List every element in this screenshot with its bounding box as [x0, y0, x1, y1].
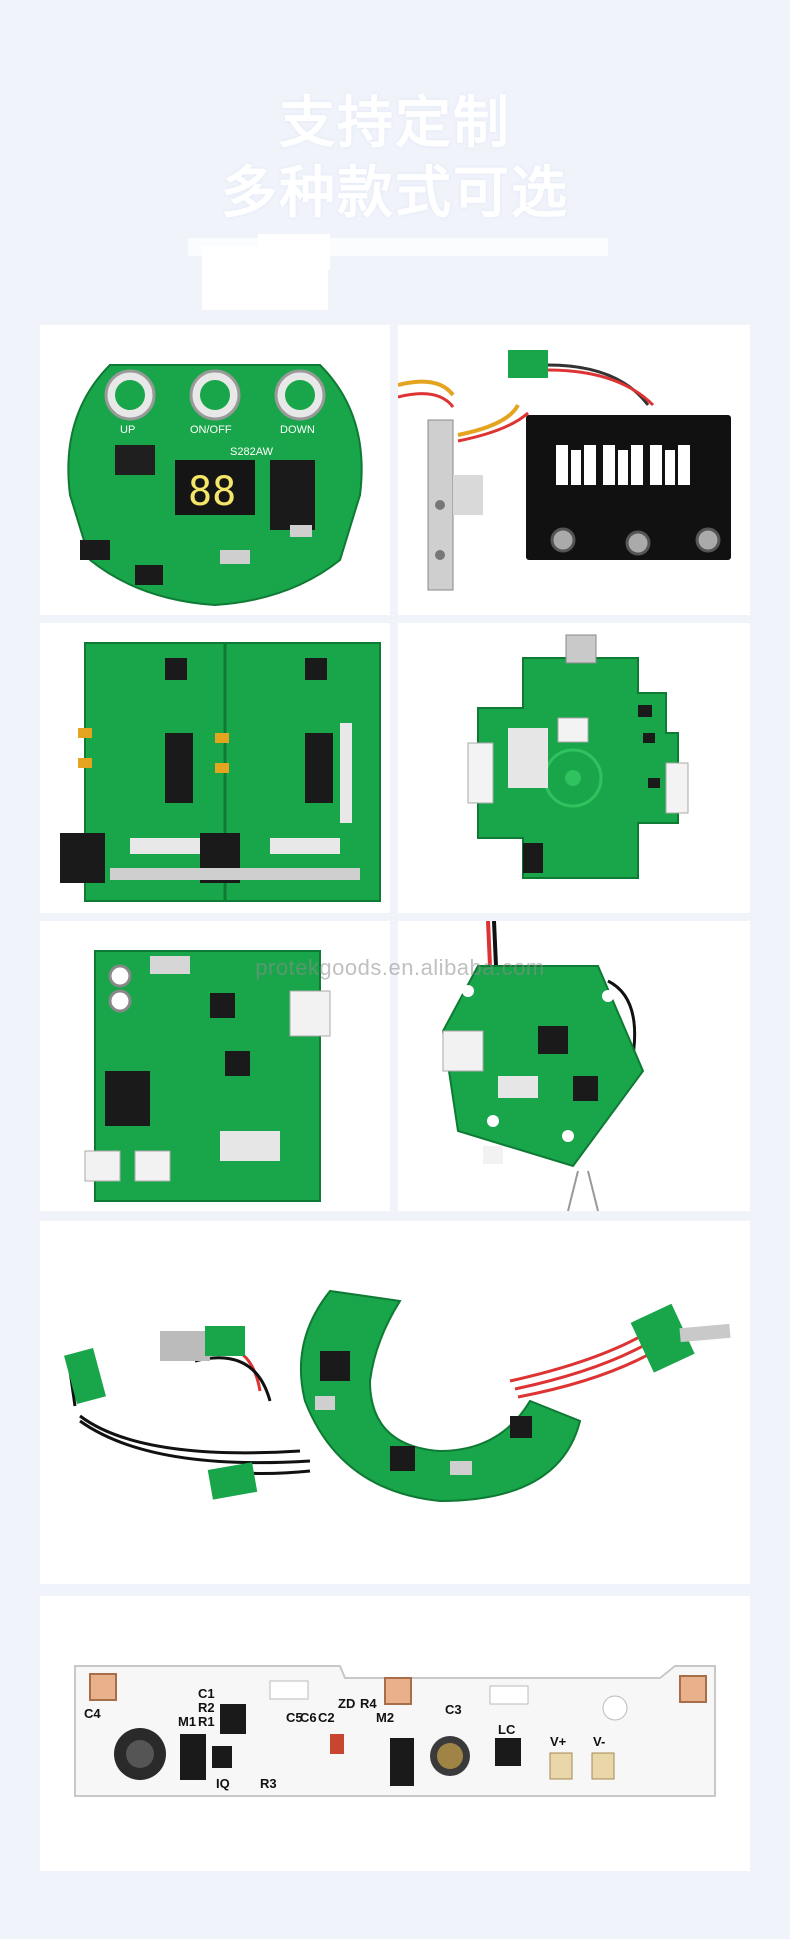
board8-c6: C6	[300, 1710, 317, 1725]
board8-vplus: V+	[550, 1734, 567, 1749]
product-card-pentagon-board	[398, 921, 750, 1211]
board8-c1: C1	[198, 1686, 215, 1701]
board8-r3: R3	[260, 1776, 277, 1791]
product-card-round-board: UP ON/OFF DOWN 88 S282AW	[40, 325, 390, 615]
board8-r1: R1	[198, 1714, 215, 1729]
product-card-arc-board	[40, 1221, 750, 1584]
title-line-2: 多种款式可选	[221, 161, 569, 226]
board8-r2: R2	[198, 1700, 215, 1715]
board8-vminus: V-	[593, 1734, 605, 1749]
header: 支持定制 多种款式可选	[0, 0, 790, 320]
board1-label-down: DOWN	[280, 424, 315, 436]
product-card-led-strip: C1 R2 R1 C4 M1 C5 C6 C2 ZD R4 M2 C3 LC V…	[40, 1596, 750, 1871]
board1-chip-label: S282AW	[230, 446, 274, 458]
product-card-double-board	[40, 623, 390, 913]
board8-lc: LC	[498, 1722, 516, 1737]
board1-label-onoff: ON/OFF	[190, 424, 232, 436]
board8-m2: M2	[376, 1710, 394, 1725]
title-line-1: 支持定制	[279, 91, 511, 156]
product-card-square-board	[40, 921, 390, 1211]
board1-label-up: UP	[120, 424, 135, 436]
product-card-cross-board	[398, 623, 750, 913]
board8-c2: C2	[318, 1710, 335, 1725]
board1-display: 88	[188, 469, 236, 515]
board8-c3: C3	[445, 1702, 462, 1717]
board8-r4: R4	[360, 1696, 377, 1711]
board8-m1: M1	[178, 1714, 196, 1729]
watermark: protekgoods.en.alibaba.com	[255, 955, 545, 980]
product-card-black-board	[398, 325, 750, 615]
header-block-small	[258, 234, 330, 270]
board8-iq: IQ	[216, 1776, 230, 1791]
board8-c4: C4	[84, 1706, 101, 1721]
board8-zd: ZD	[338, 1696, 355, 1711]
board8-c5: C5	[286, 1710, 303, 1725]
